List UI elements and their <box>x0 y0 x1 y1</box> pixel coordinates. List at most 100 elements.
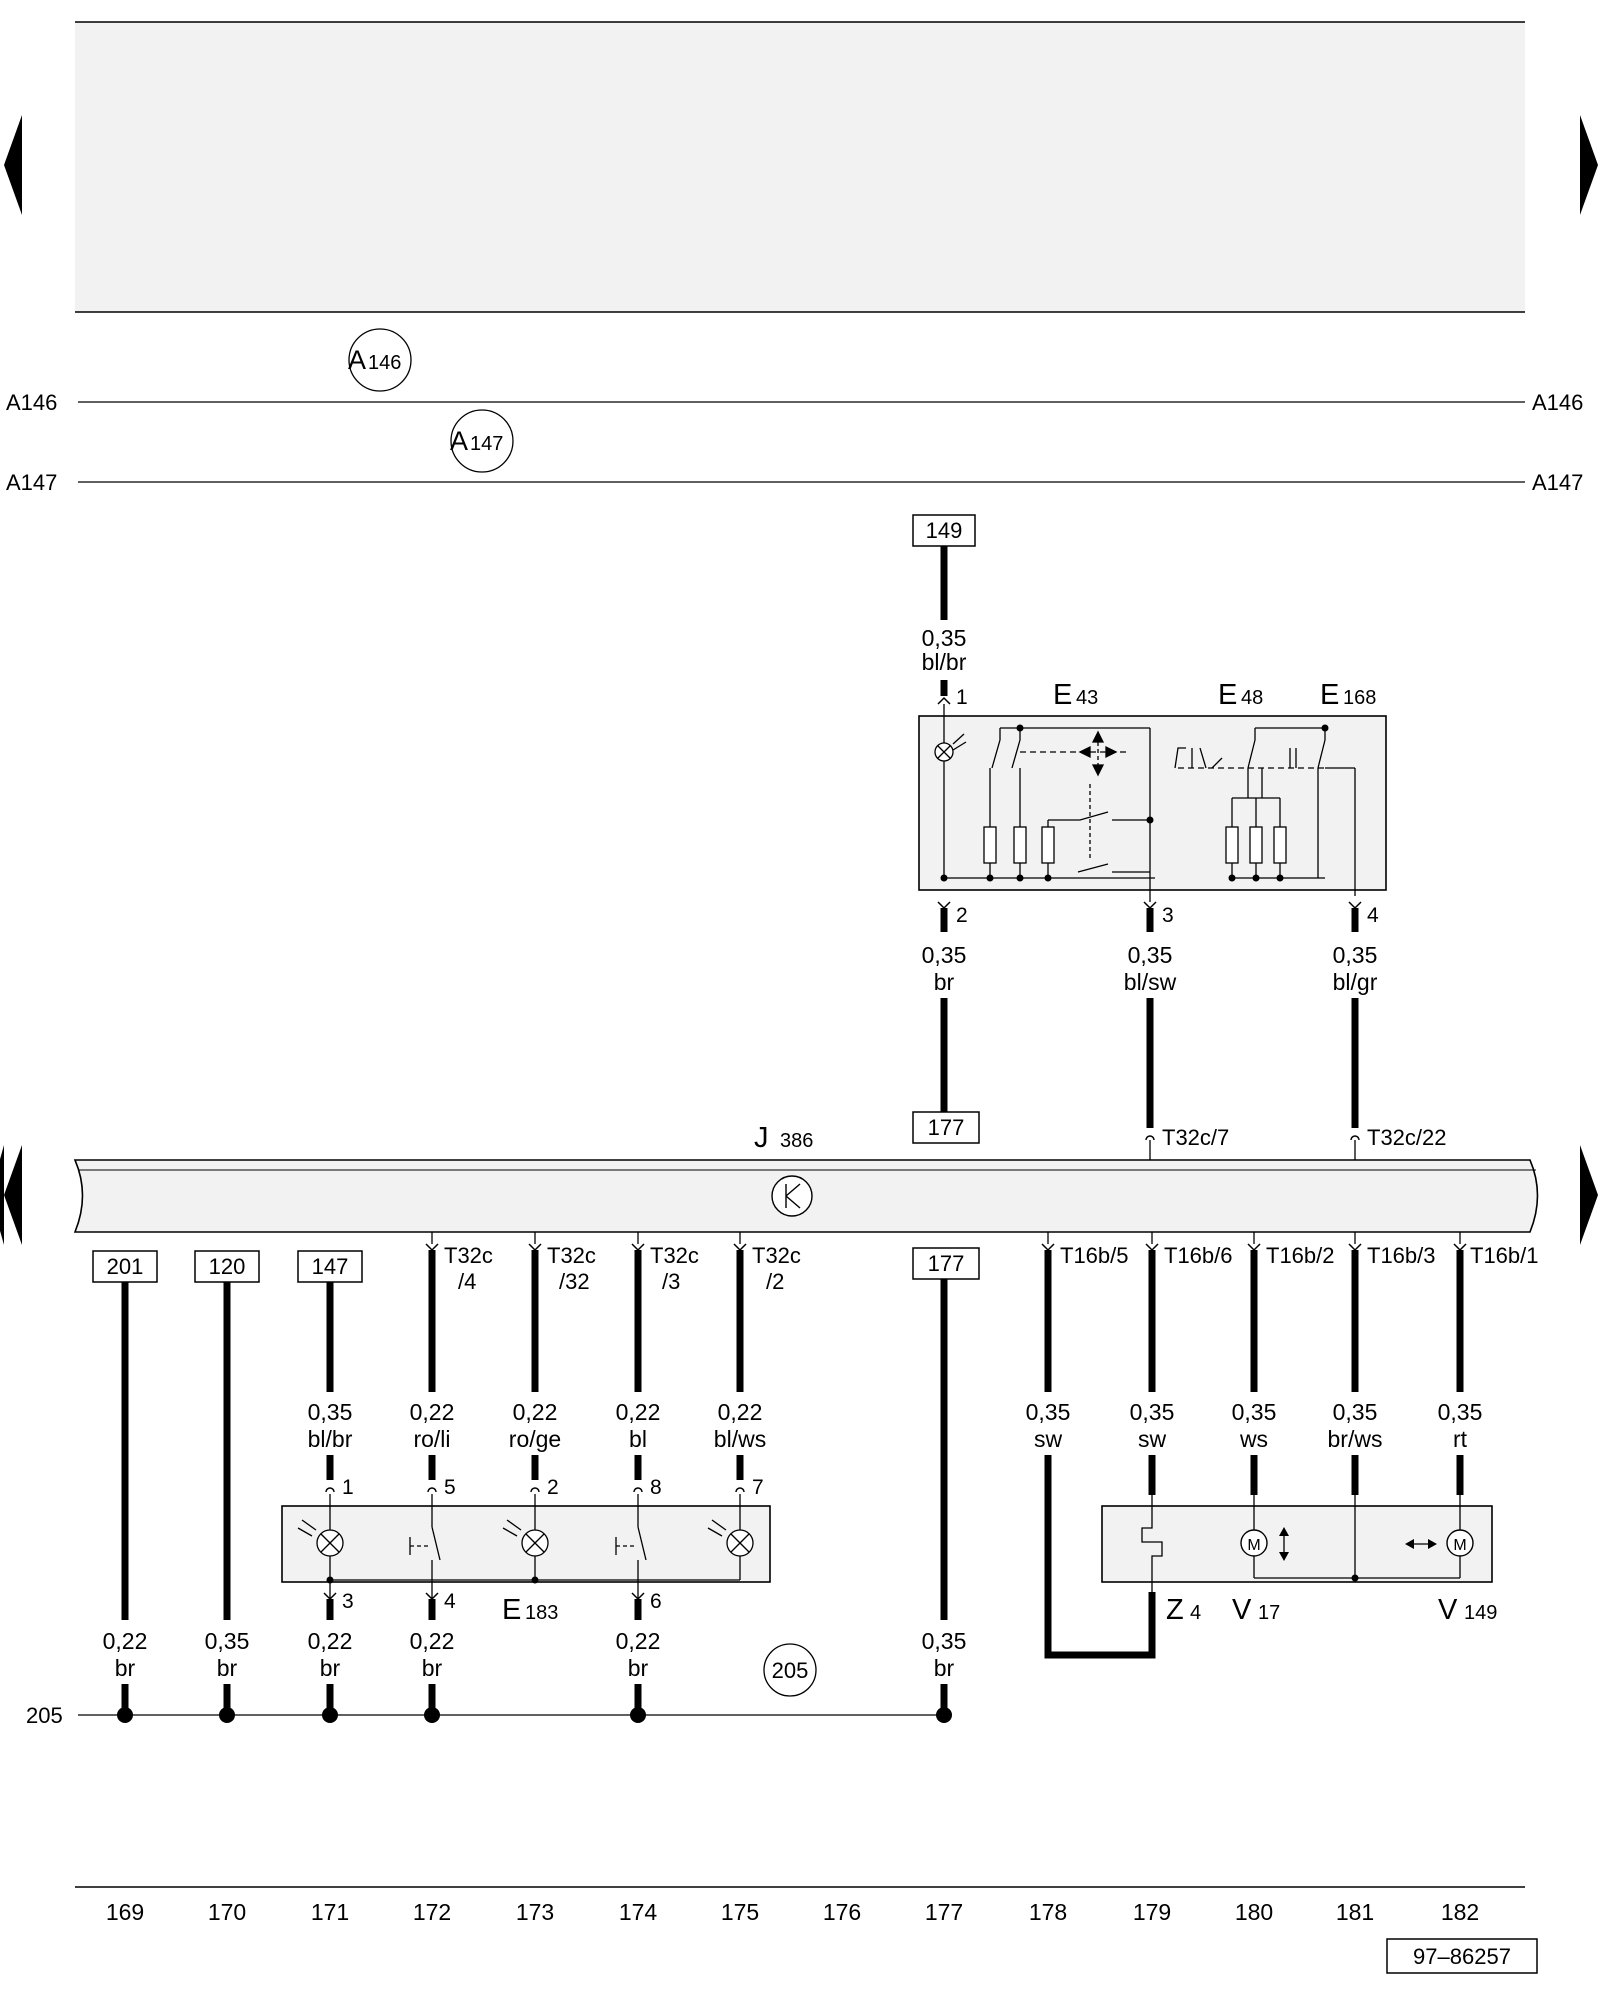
svg-text:T32c: T32c <box>752 1243 801 1268</box>
svg-text:0,35: 0,35 <box>205 1628 250 1654</box>
svg-text:43: 43 <box>1076 687 1098 709</box>
svg-text:4: 4 <box>1367 904 1379 927</box>
svg-text:T16b/3: T16b/3 <box>1367 1243 1436 1268</box>
svg-text:175: 175 <box>721 1899 759 1925</box>
svg-text:bl/br: bl/br <box>922 649 967 675</box>
svg-text:ro/ge: ro/ge <box>509 1426 561 1452</box>
svg-text:182: 182 <box>1441 1899 1479 1925</box>
svg-text:177: 177 <box>928 1115 965 1140</box>
svg-text:201: 201 <box>107 1254 144 1279</box>
svg-text:1: 1 <box>342 1476 354 1499</box>
svg-text:A146: A146 <box>6 390 57 415</box>
svg-text:T32c/22: T32c/22 <box>1367 1125 1447 1150</box>
diagram-id-box <box>1386 1938 1538 1974</box>
svg-text:48: 48 <box>1241 687 1263 709</box>
svg-text:0,35: 0,35 <box>308 1399 353 1425</box>
svg-text:T16b/5: T16b/5 <box>1060 1243 1129 1268</box>
svg-text:205: 205 <box>26 1703 63 1728</box>
svg-text:0,22: 0,22 <box>410 1399 455 1425</box>
svg-text:A146: A146 <box>1532 390 1583 415</box>
svg-text:br: br <box>320 1655 341 1681</box>
svg-text:bl: bl <box>629 1426 647 1452</box>
svg-text:M: M <box>1453 1537 1466 1554</box>
triangle-right-icon[interactable] <box>1580 1145 1598 1245</box>
svg-text:179: 179 <box>1133 1899 1171 1925</box>
svg-text:5: 5 <box>444 1476 456 1499</box>
svg-text:8: 8 <box>650 1476 662 1499</box>
svg-text:176: 176 <box>823 1899 861 1925</box>
svg-text:177: 177 <box>925 1899 963 1925</box>
diagram-id: 97–86257 <box>1413 1944 1511 1969</box>
svg-text:0,22: 0,22 <box>616 1399 661 1425</box>
svg-text:169: 169 <box>106 1899 144 1925</box>
svg-text:bl/gr: bl/gr <box>1333 969 1378 995</box>
svg-text:/4: /4 <box>458 1269 476 1294</box>
svg-text:/32: /32 <box>559 1269 590 1294</box>
svg-text:0,22: 0,22 <box>308 1628 353 1654</box>
svg-text:A147: A147 <box>6 470 57 495</box>
svg-text:Z: Z <box>1166 1594 1184 1626</box>
svg-text:0,35: 0,35 <box>1130 1399 1175 1425</box>
svg-text:T32c/7: T32c/7 <box>1162 1125 1229 1150</box>
svg-text:2: 2 <box>547 1476 559 1499</box>
svg-text:/3: /3 <box>662 1269 680 1294</box>
svg-text:T16b/6: T16b/6 <box>1164 1243 1233 1268</box>
svg-text:0,35: 0,35 <box>922 625 967 651</box>
svg-text:0,35: 0,35 <box>922 942 967 968</box>
triangle-left-icon[interactable] <box>4 115 22 215</box>
svg-text:T16b/2: T16b/2 <box>1266 1243 1335 1268</box>
svg-text:0,22: 0,22 <box>616 1628 661 1654</box>
svg-text:205: 205 <box>772 1658 809 1683</box>
motor-icon-v149 <box>1446 1529 1474 1557</box>
svg-text:A: A <box>348 345 366 375</box>
svg-text:br: br <box>934 969 955 995</box>
svg-text:rt: rt <box>1453 1426 1468 1452</box>
svg-text:168: 168 <box>1343 687 1376 709</box>
svg-text:172: 172 <box>413 1899 451 1925</box>
svg-text:4: 4 <box>444 1590 456 1613</box>
svg-text:0,22: 0,22 <box>718 1399 763 1425</box>
svg-text:173: 173 <box>516 1899 554 1925</box>
svg-text:17: 17 <box>1258 1602 1280 1624</box>
svg-text:174: 174 <box>619 1899 658 1925</box>
ref-box-177-upper <box>912 1111 980 1144</box>
svg-text:120: 120 <box>209 1254 246 1279</box>
svg-text:/2: /2 <box>766 1269 784 1294</box>
triangle-left-icon[interactable] <box>4 1145 22 1245</box>
svg-text:V: V <box>1438 1594 1458 1626</box>
svg-text:0,35: 0,35 <box>1333 1399 1378 1425</box>
svg-text:E: E <box>1053 679 1072 711</box>
triangle-right-icon[interactable] <box>1580 115 1598 215</box>
svg-text:178: 178 <box>1029 1899 1067 1925</box>
switch-block-box <box>918 715 1387 891</box>
svg-text:3: 3 <box>342 1590 354 1613</box>
column-numbers: 169 170 171 172 173 174 175 176 177 178 … <box>106 1899 1479 1925</box>
svg-text:0,35: 0,35 <box>922 1628 967 1654</box>
svg-text:171: 171 <box>311 1899 349 1925</box>
svg-text:br: br <box>422 1655 443 1681</box>
svg-text:180: 180 <box>1235 1899 1273 1925</box>
bus-line-a147: A147 A147 A 147 <box>6 409 1583 495</box>
svg-text:386: 386 <box>780 1130 813 1152</box>
svg-text:4: 4 <box>1190 1602 1201 1624</box>
svg-text:147: 147 <box>470 433 503 455</box>
svg-text:sw: sw <box>1034 1426 1063 1452</box>
bus-marker-a146 <box>348 328 412 392</box>
header-panel <box>75 22 1525 312</box>
svg-text:M: M <box>1247 1537 1260 1554</box>
ground-marker-205 <box>763 1643 817 1697</box>
svg-text:0,22: 0,22 <box>103 1628 148 1654</box>
svg-text:0,35: 0,35 <box>1232 1399 1277 1425</box>
svg-text:6: 6 <box>650 1590 662 1613</box>
motor-icon-v17 <box>1240 1529 1268 1557</box>
svg-text:147: 147 <box>312 1254 349 1279</box>
svg-text:J: J <box>754 1122 769 1154</box>
svg-text:ws: ws <box>1239 1426 1268 1452</box>
switch-panel-e183-internals <box>297 1494 754 1599</box>
svg-text:149: 149 <box>1464 1602 1497 1624</box>
svg-text:br: br <box>934 1655 955 1681</box>
ref-box-149 <box>912 514 976 547</box>
svg-text:T32c: T32c <box>650 1243 699 1268</box>
switch-block-internals <box>934 704 1356 896</box>
svg-text:0,35: 0,35 <box>1333 942 1378 968</box>
